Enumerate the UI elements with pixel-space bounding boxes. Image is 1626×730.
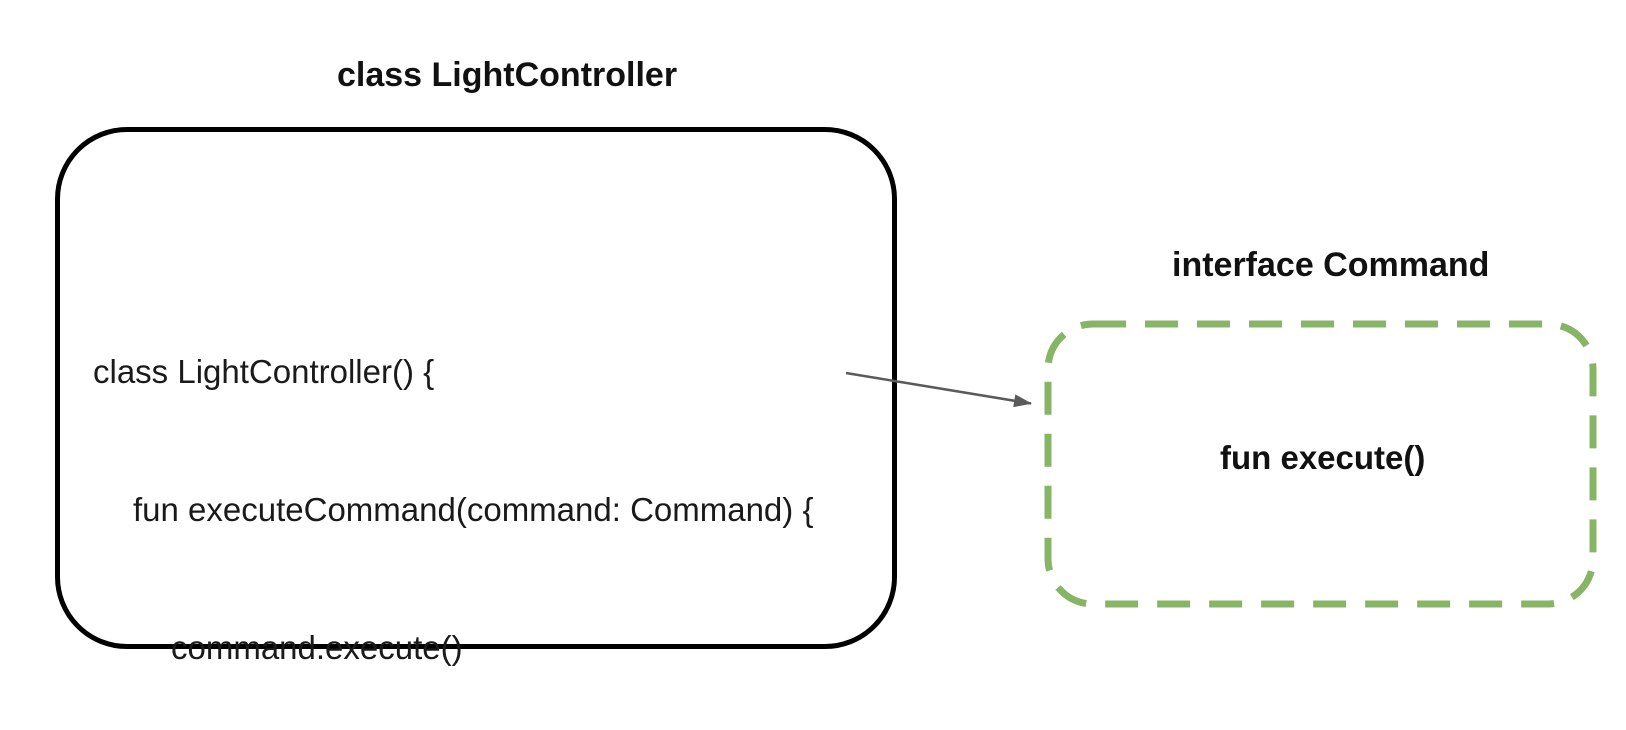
class-box-title: class LightController <box>337 56 678 94</box>
code-line: command.execute() <box>171 629 463 666</box>
interface-box-title: interface Command <box>1172 246 1490 284</box>
code-line: class LightController() { <box>93 353 435 390</box>
interface-method-label: fun execute() <box>1220 439 1426 476</box>
code-line: fun executeCommand(command: Command) { <box>133 491 814 528</box>
code-block: class LightController() { fun executeCom… <box>93 257 813 730</box>
